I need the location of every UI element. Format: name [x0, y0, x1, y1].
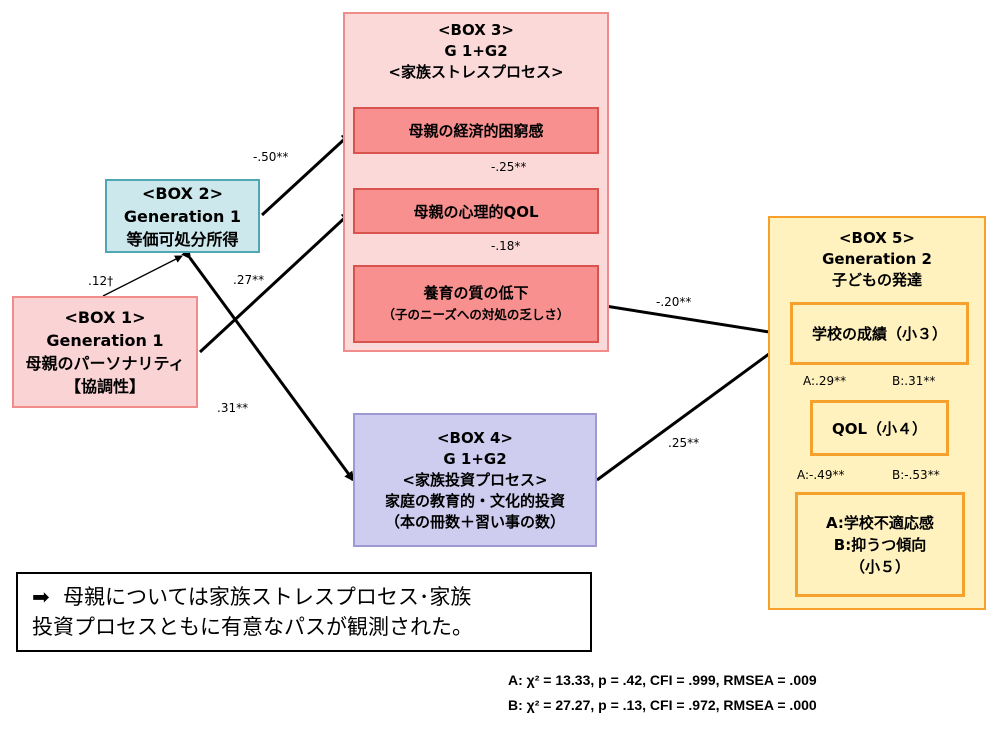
- box5-item-label-b: B:抑うつ傾向: [833, 535, 927, 554]
- box3-header: <BOX 3> G 1+G2 <家族ストレスプロセス>: [345, 20, 607, 83]
- box4: <BOX 4> G 1+G2 <家族投資プロセス> 家庭の教育的・文化的投資 （…: [353, 413, 597, 547]
- coef-b3c-b5: -.20**: [656, 295, 692, 309]
- arrow-b2-b4: [181, 248, 355, 482]
- note-line1: 母親については家族ストレスプロセス･家族: [62, 585, 472, 609]
- coef-b1-b3b: .27**: [233, 273, 265, 287]
- box5-item-grade: （小５）: [849, 557, 910, 576]
- box1-subtitle: 【協調性】: [64, 377, 145, 396]
- box4-generation: G 1+G2: [443, 449, 507, 468]
- box2-title: 等価可処分所得: [126, 229, 239, 249]
- coef-b2-b3a: -.50**: [253, 150, 289, 164]
- box5-generation: Generation 2: [822, 250, 932, 268]
- box1-generation: Generation 1: [46, 331, 164, 350]
- box4-title: <家族投資プロセス>: [402, 470, 548, 489]
- box5-item-label-a: A:学校不適応感: [826, 513, 934, 532]
- right-arrow-icon: ➡: [32, 585, 50, 609]
- box5-header: <BOX 5> Generation 2 子どもの発達: [770, 228, 984, 291]
- box1-title: 母親のパーソナリティ: [25, 354, 185, 373]
- box5-item-label: 学校の成績（小３）: [811, 325, 947, 343]
- box3-tag: <BOX 3>: [437, 21, 514, 39]
- box5-item-school-grades: 学校の成績（小３）: [790, 302, 969, 365]
- coef-b5b-b5c-a: A:-.49**: [797, 468, 845, 482]
- box2: <BOX 2> Generation 1 等価可処分所得: [105, 179, 260, 253]
- box5-title: 子どもの発達: [831, 271, 922, 289]
- box3-item-label: 養育の質の低下: [423, 284, 529, 302]
- arrow-b1-b2: [102, 255, 183, 297]
- box3-item-label: 母親の経済的困窮感: [408, 122, 544, 140]
- box5-item-qol: QOL（小４）: [810, 400, 949, 456]
- coef-b1-b2: .12†: [88, 274, 114, 288]
- fit-index-b: B: χ² = 27.27, p = .13, CFI = .972, RMSE…: [508, 697, 817, 713]
- box3-item-parenting-quality: 養育の質の低下 （子のニーズへの対処の乏しさ）: [353, 265, 599, 343]
- box1: <BOX 1> Generation 1 母親のパーソナリティ 【協調性】: [12, 296, 198, 408]
- box4-line2: （本の冊数＋習い事の数）: [384, 512, 565, 531]
- coef-b2-b4: .31**: [217, 401, 249, 415]
- conclusion-note: ➡ 母親については家族ストレスプロセス･家族 投資プロセスともに有意なパスが観測…: [16, 572, 592, 652]
- coef-b3b-b3c: -.18*: [491, 239, 521, 253]
- box3-item-sublabel: （子のニーズへの対処の乏しさ）: [382, 307, 570, 322]
- box4-line1: 家庭の教育的・文化的投資: [384, 491, 565, 510]
- box3-item-economic-hardship: 母親の経済的困窮感: [353, 107, 599, 154]
- box3-item-label: 母親の心理的QOL: [413, 202, 539, 221]
- box1-tag: <BOX 1>: [64, 308, 146, 327]
- coef-b5a-b5b-b: B:.31**: [892, 374, 936, 388]
- box4-tag: <BOX 4>: [436, 428, 513, 447]
- coef-b3a-b3b: -.25**: [491, 160, 527, 174]
- coef-b5b-b5c-b: B:-.53**: [892, 468, 940, 482]
- box5-tag: <BOX 5>: [838, 229, 915, 247]
- note-line2: 投資プロセスともに有意なパスが観測された。: [32, 615, 473, 639]
- coef-b5a-b5b-a: A:.29**: [803, 374, 847, 388]
- box2-generation: Generation 1: [123, 206, 242, 226]
- box3-item-psych-qol: 母親の心理的QOL: [353, 188, 599, 234]
- arrow-b2-b3a: [260, 132, 352, 217]
- coef-b4-b5: .25**: [668, 436, 700, 450]
- arrow-b4-b5a: [596, 338, 790, 482]
- box3-title: <家族ストレスプロセス>: [388, 63, 564, 81]
- box2-tag: <BOX 2>: [141, 183, 224, 203]
- fit-index-a: A: χ² = 13.33, p = .42, CFI = .999, RMSE…: [508, 672, 817, 688]
- box5-item-label: QOL（小４）: [831, 419, 928, 438]
- arrow-b3c-b5a: [598, 303, 790, 339]
- box3-generation: G 1+G2: [444, 42, 508, 60]
- box5-item-outcomes: A:学校不適応感 B:抑うつ傾向 （小５）: [795, 492, 965, 597]
